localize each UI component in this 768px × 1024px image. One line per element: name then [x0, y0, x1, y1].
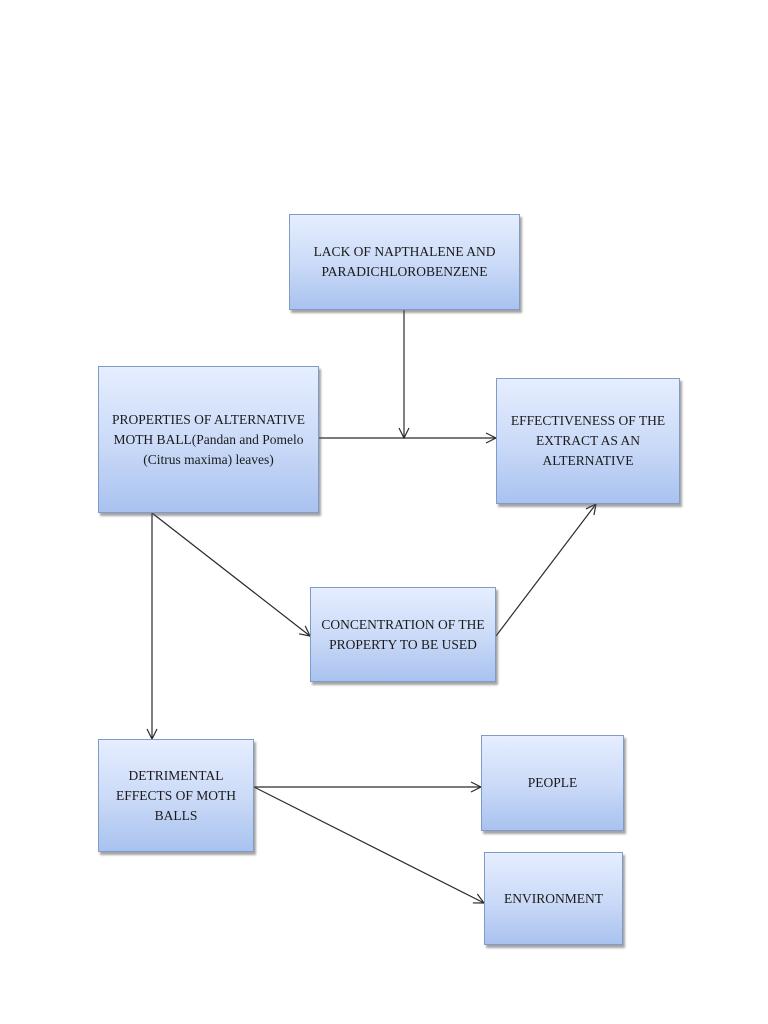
node-environment: ENVIRONMENT — [484, 852, 623, 945]
node-people-label: PEOPLE — [527, 775, 578, 790]
edge-concentration-to-effectiveness — [495, 504, 596, 637]
edge-detrimental-to-environment — [253, 786, 484, 903]
node-concentration-of-property: CONCENTRATION OF THE PROPERTY TO BE USED — [310, 587, 496, 682]
node-properties-of-alternative-moth-ball: PROPERTIES OF ALTERNATIVE MOTH BALL(Pand… — [98, 366, 319, 513]
node-lack-of-napthalene: LACK OF NAPTHALENE AND PARADICHLOROBENZE… — [289, 214, 520, 310]
edge-properties-to-concentration — [151, 512, 310, 636]
node-environment-label: ENVIRONMENT — [504, 890, 603, 906]
node-concentration-label: CONCENTRATION OF THE PROPERTY TO BE USED — [321, 616, 485, 652]
node-detrimental-label: DETRIMENTAL EFFECTS OF MOTH BALLS — [115, 767, 237, 823]
node-detrimental-effects: DETRIMENTAL EFFECTS OF MOTH BALLS — [98, 739, 254, 852]
node-people: PEOPLE — [481, 735, 624, 831]
node-effectiveness-label: EFFECTIVENESS OF THE EXTRACT AS AN ALTER… — [510, 413, 666, 468]
node-effectiveness-of-extract: EFFECTIVENESS OF THE EXTRACT AS AN ALTER… — [496, 378, 680, 504]
node-properties-label: PROPERTIES OF ALTERNATIVE MOTH BALL(Pand… — [112, 411, 305, 467]
node-lack-of-napthalene-label: LACK OF NAPTHALENE AND PARADICHLOROBENZE… — [313, 244, 496, 279]
